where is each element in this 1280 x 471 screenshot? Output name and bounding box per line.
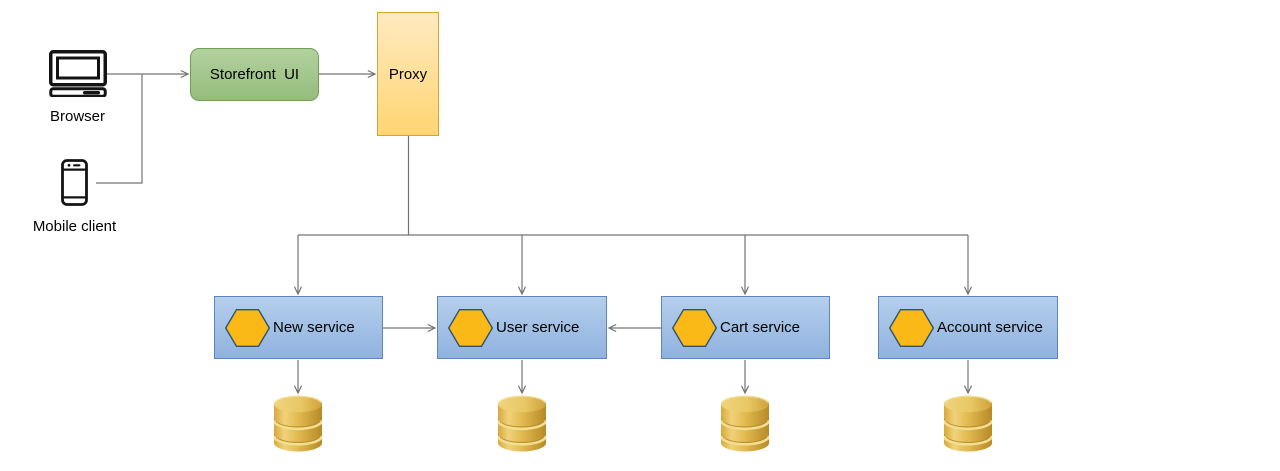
hexagon-icon (672, 308, 717, 347)
hexagon-icon (225, 308, 270, 347)
smartphone-icon (61, 159, 88, 206)
service-label: Account service (937, 319, 1043, 336)
hexagon-icon (889, 308, 934, 347)
desktop-computer-icon (49, 50, 107, 97)
database-cylinder-icon (274, 395, 322, 452)
proxy-label: Proxy (388, 65, 428, 83)
service-label: User service (496, 319, 580, 336)
service-node-account: Account service (878, 296, 1058, 359)
storefront-ui-node: Storefront UI (190, 48, 319, 101)
service-label: Cart service (720, 319, 801, 336)
database-cylinder-icon (721, 395, 769, 452)
storefront-ui-label: Storefront UI (209, 66, 300, 83)
hexagon-icon (448, 308, 493, 347)
service-node-new: New service (214, 296, 383, 359)
service-label: New service (273, 319, 355, 336)
database-cylinder-icon (944, 395, 992, 452)
browser-label: Browser (49, 108, 105, 125)
service-node-cart: Cart service (661, 296, 830, 359)
proxy-node: Proxy (377, 12, 439, 136)
edge-mobile-to-storefront (96, 74, 143, 184)
service-node-user: User service (437, 296, 607, 359)
mobile-client-label: Mobile client (32, 218, 117, 235)
database-cylinder-icon (498, 395, 546, 452)
